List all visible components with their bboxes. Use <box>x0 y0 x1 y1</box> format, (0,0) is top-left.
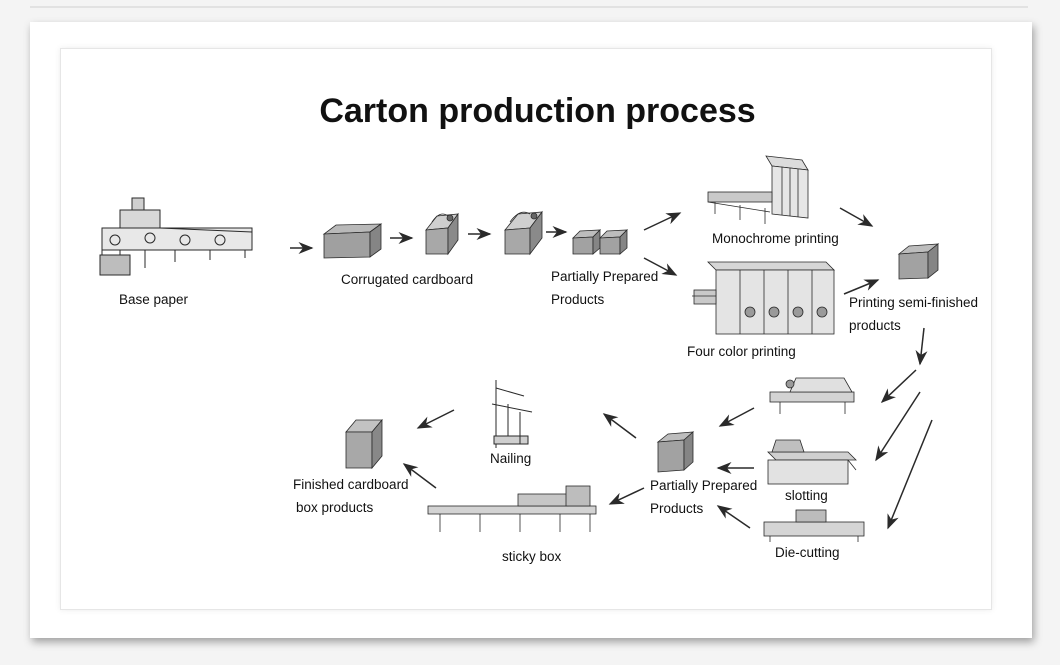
slitter-machine-icon <box>769 377 855 414</box>
arrow-stacks-to-monochrome <box>643 212 682 231</box>
label-nailing: Nailing <box>490 451 532 466</box>
label-monochrome-printing: Monochrome printing <box>712 231 839 246</box>
arrow-stacks-to-fourcolor <box>643 257 678 276</box>
label-four-color-printing: Four color printing <box>687 344 796 359</box>
arrow-partial-to-gluer <box>608 487 645 505</box>
label-corrugated-cardboard: Corrugated cardboard <box>341 272 474 287</box>
die-cutting-machine-icon <box>763 509 865 542</box>
label-line-1: Partially Prepared <box>551 269 659 284</box>
arrow-fourcolor-to-semifinished <box>843 279 880 295</box>
label-line-1: Finished cardboard <box>293 477 409 492</box>
label-line-2: Products <box>650 501 704 516</box>
label-line-2: products <box>849 318 901 333</box>
corrugator-machine-icon <box>99 197 253 276</box>
arrow-slitter-to-partial <box>718 407 755 427</box>
arrow-gluer-to-finished <box>402 463 437 489</box>
printed-stack-icon <box>897 243 940 280</box>
four-color-printer-icon <box>692 261 835 335</box>
label-sticky-box: sticky box <box>502 549 562 564</box>
label-printing-semi-finished: Printing semi-finished products <box>849 291 978 337</box>
arrow-to-slotting <box>875 391 921 462</box>
flow-arrows <box>290 207 933 530</box>
label-line-1: Printing semi-finished <box>849 295 979 310</box>
arrow-diecutting-to-partial <box>716 505 751 529</box>
label-partially-prepared-bottom: Partially Prepared Products <box>650 474 757 520</box>
label-die-cutting: Die-cutting <box>775 545 840 560</box>
arrow-partial-to-nailing <box>602 413 637 439</box>
folder-gluer-icon <box>427 485 597 532</box>
label-base-paper: Base paper <box>119 292 189 307</box>
label-line-1: Partially Prepared <box>650 478 758 493</box>
diagram-panel <box>60 48 992 610</box>
diagram-title: Carton production process <box>319 92 756 130</box>
monochrome-printer-icon <box>707 155 809 224</box>
finished-box-icon <box>345 418 383 470</box>
arrow-semifinished-down <box>915 327 928 366</box>
arrow-to-slitter <box>880 369 917 404</box>
partial-product-stack-icon <box>656 431 695 473</box>
nailing-machine-icon <box>491 380 533 448</box>
arrow-to-diecutting <box>887 419 933 530</box>
laminator-machine-icon <box>504 210 543 256</box>
label-partially-prepared-top: Partially Prepared Products <box>551 265 658 311</box>
label-line-2: Products <box>551 292 605 307</box>
arrow-monochrome-to-semifinished <box>839 207 874 227</box>
partial-product-stacks-icon <box>571 229 629 255</box>
top-divider <box>30 6 1028 8</box>
label-slotting: slotting <box>785 488 828 503</box>
arrow-nailing-to-finished <box>416 409 455 429</box>
label-line-2: box products <box>296 500 374 515</box>
cardboard-stack-icon <box>322 223 383 259</box>
label-finished-products: Finished cardboard box products <box>293 473 409 519</box>
feeder-machine-icon <box>425 212 459 256</box>
slotting-machine-icon <box>767 439 857 485</box>
